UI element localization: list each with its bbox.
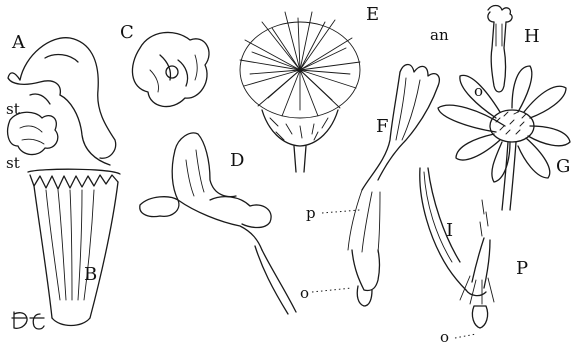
label-o-f: o bbox=[300, 284, 309, 302]
label-f: F bbox=[376, 116, 389, 137]
figure-a-flower bbox=[8, 38, 116, 165]
label-i: I bbox=[446, 220, 453, 241]
label-o-i: o bbox=[440, 328, 449, 346]
label-d: D bbox=[230, 150, 244, 171]
label-a: A bbox=[11, 32, 26, 53]
label-an: an bbox=[430, 26, 449, 44]
label-p-i: P bbox=[516, 258, 528, 279]
label-st-lower: st bbox=[6, 154, 20, 172]
label-e: E bbox=[366, 4, 379, 25]
artist-signature bbox=[12, 312, 44, 329]
label-st-upper: st bbox=[6, 100, 20, 118]
label-c: C bbox=[120, 22, 134, 43]
label-h: H bbox=[524, 26, 540, 47]
figure-c-flower bbox=[132, 32, 209, 106]
figure-h-floret bbox=[488, 6, 512, 93]
label-p-f: p bbox=[306, 204, 316, 222]
figure-e-flowerhead bbox=[240, 12, 360, 172]
label-g: G bbox=[556, 156, 570, 177]
figure-i-floret bbox=[420, 168, 494, 328]
label-b: B bbox=[84, 264, 97, 285]
figure-d-flower bbox=[140, 133, 296, 314]
figure-b-calyx bbox=[28, 169, 120, 325]
label-o-h: o bbox=[474, 82, 483, 100]
